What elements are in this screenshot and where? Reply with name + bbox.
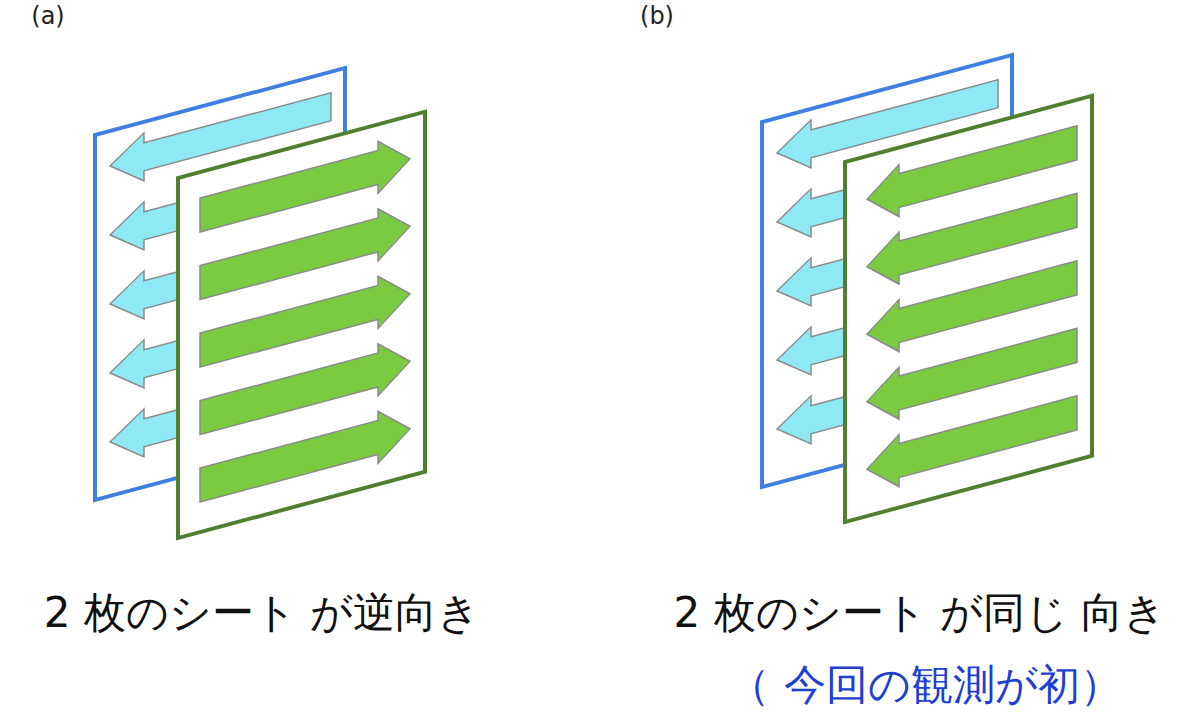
sheet-outline (845, 96, 1092, 522)
green-sheet (178, 112, 425, 538)
panel-label: (a) (31, 2, 64, 31)
sheet-outline (178, 112, 425, 538)
green-sheet (845, 96, 1092, 522)
caption-text: 2 枚のシート が逆向き (44, 588, 480, 638)
panel-label: (b) (640, 2, 674, 31)
arrow (867, 387, 1077, 495)
caption-text: （ 今回の観測が初） (728, 660, 1121, 710)
arrow (200, 403, 410, 511)
caption-text: 2 枚のシート が同じ 向き (674, 588, 1167, 638)
